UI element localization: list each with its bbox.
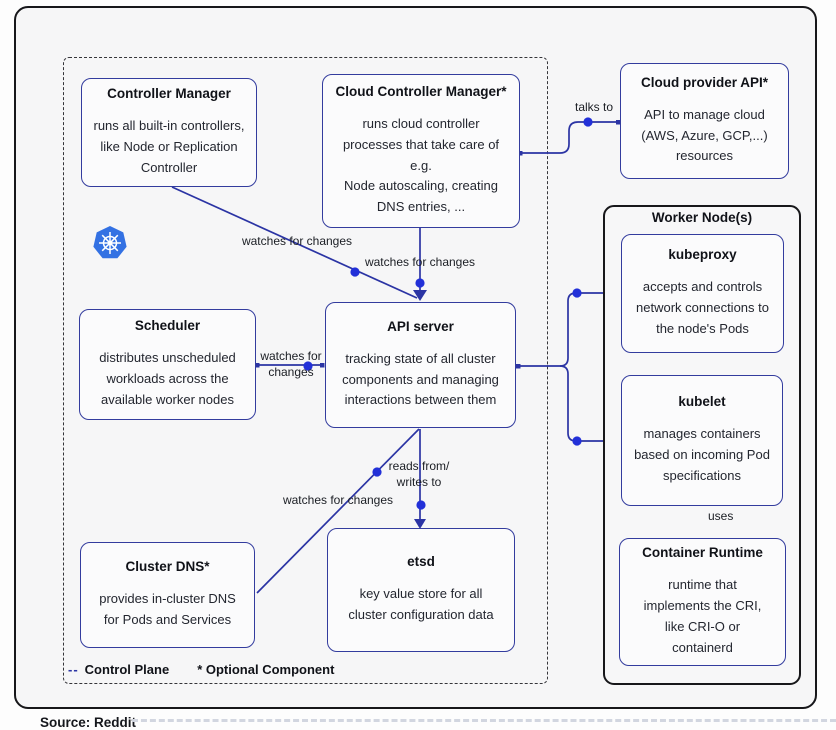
box-title: etsd	[407, 554, 435, 570]
edge-label-watches-controller-manager: watches for changes	[241, 234, 353, 248]
edge-label-watches-scheduler: watches for changes	[260, 349, 322, 379]
box-title: Container Runtime	[642, 545, 763, 561]
legend-control-plane: -- Control Plane	[68, 662, 169, 677]
api-server-box: API server tracking state of all cluster…	[325, 302, 516, 428]
kubernetes-logo-icon	[93, 226, 127, 259]
cloud-controller-manager-box: Cloud Controller Manager* runs cloud con…	[322, 74, 520, 228]
source-caption: Source: Reddit	[40, 715, 137, 730]
box-body: API to manage cloud (AWS, Azure, GCP,...…	[641, 106, 768, 164]
box-body: tracking state of all cluster components…	[342, 350, 499, 408]
bottom-cutoff-text-marks	[132, 719, 836, 722]
scheduler-box: Scheduler distributes unscheduled worklo…	[79, 309, 256, 420]
edge-label-watches-ccm: watches for changes	[364, 255, 476, 269]
etsd-box: etsd key value store for all cluster con…	[327, 528, 515, 652]
box-title: Cluster DNS*	[125, 559, 210, 575]
edge-label-uses: uses	[708, 509, 734, 523]
legend: -- Control Plane * Optional Component	[68, 662, 334, 677]
box-body: runtime that implements the CRI, like CR…	[643, 577, 762, 655]
edge-label-watches-cluster-dns: watches for changes	[282, 493, 394, 507]
box-title: API server	[387, 318, 454, 334]
box-title: Cloud Controller Manager*	[335, 84, 507, 100]
box-title: Controller Manager	[107, 86, 231, 102]
box-body: runs all built-in controllers, like Node…	[93, 118, 245, 175]
controller-manager-box: Controller Manager runs all built-in con…	[81, 78, 257, 187]
cluster-dns-box: Cluster DNS* provides in-cluster DNS for…	[80, 542, 255, 648]
box-body: provides in-cluster DNS for Pods and Ser…	[99, 591, 236, 627]
container-runtime-box: Container Runtime runtime that implement…	[619, 538, 786, 666]
box-title: Cloud provider API*	[640, 74, 768, 90]
legend-optional-component: * Optional Component	[197, 662, 335, 677]
box-body: accepts and controls network connections…	[636, 279, 769, 336]
control-plane-dashed-region	[63, 57, 548, 684]
box-body: manages containers based on incoming Pod…	[634, 426, 770, 483]
kubeproxy-box: kubeproxy accepts and controls network c…	[621, 234, 784, 353]
worker-node-title: Worker Node(s)	[651, 210, 753, 225]
box-body: key value store for all cluster configur…	[348, 586, 494, 622]
edge-label-reads-writes: reads from/ writes to	[388, 459, 450, 489]
cloud-provider-api-box: Cloud provider API* API to manage cloud …	[620, 63, 789, 179]
legend-control-plane-label: Control Plane	[84, 662, 170, 677]
box-body: distributes unscheduled workloads across…	[99, 350, 236, 407]
edge-label-talks-to: talks to	[574, 100, 613, 114]
box-title: kubelet	[678, 394, 726, 410]
box-title: Scheduler	[134, 318, 201, 334]
legend-dash-symbol: --	[68, 662, 79, 677]
kubelet-box: kubelet manages containers based on inco…	[621, 375, 783, 506]
box-body: runs cloud controller processes that tak…	[342, 115, 500, 215]
box-title: kubeproxy	[668, 247, 737, 263]
